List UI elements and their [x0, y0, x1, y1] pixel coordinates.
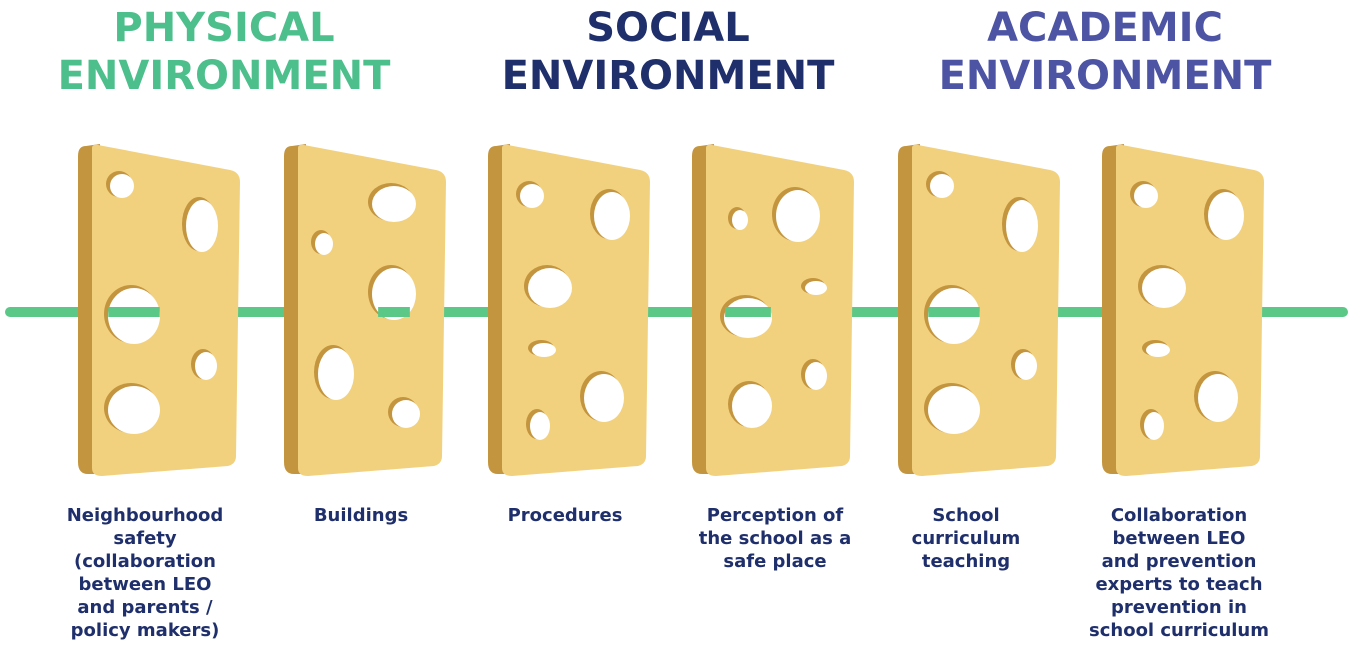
cheese-hole	[186, 200, 218, 252]
slice-label-line: prevention in	[1111, 597, 1247, 618]
cheese-hole	[594, 192, 630, 240]
cheese-hole	[584, 374, 624, 422]
cheese-slice-procedures	[488, 144, 650, 477]
slice-label-line: the school as a	[698, 528, 852, 549]
cheese-hole	[805, 281, 827, 295]
cheese-hole	[372, 186, 416, 222]
cheese-hole	[318, 348, 354, 400]
slice-label-line: (collaboration	[74, 551, 216, 572]
slice-label-line: curriculum	[911, 528, 1021, 549]
cheese-hole	[1144, 412, 1164, 440]
heading-line: ENVIRONMENT	[501, 53, 835, 99]
slice-label-collaboration-prevention: Collaboration between LEO and prevention…	[1084, 504, 1274, 642]
cheese-hole	[732, 210, 748, 230]
heading-line: ACADEMIC	[987, 5, 1223, 51]
heading-academic-environment: ACADEMIC ENVIRONMENT	[905, 4, 1305, 100]
slice-label-line: safe place	[723, 551, 827, 572]
slice-label-line: between LEO	[78, 574, 212, 595]
slice-label-line: Neighbourhood	[66, 505, 224, 526]
slice-label-line: School	[932, 505, 1000, 526]
slice-label-line: experts to teach	[1095, 574, 1263, 595]
slice-label-perception-safe-place: Perception of the school as a safe place	[680, 504, 870, 573]
slice-label-line: Collaboration	[1110, 505, 1248, 526]
slice-label-school-curriculum-teaching: School curriculum teaching	[871, 504, 1061, 573]
cheese-hole	[928, 386, 980, 434]
heading-line: ENVIRONMENT	[57, 53, 391, 99]
cheese-hole	[1015, 352, 1037, 380]
heading-line: ENVIRONMENT	[938, 53, 1272, 99]
heading-physical-environment: PHYSICAL ENVIRONMENT	[24, 4, 424, 100]
cheese-slice-collaboration-prevention	[1102, 144, 1264, 477]
cheese-hole	[776, 190, 820, 242]
slice-label-line: between LEO	[1112, 528, 1246, 549]
cheese-hole	[530, 412, 550, 440]
cheese-hole	[1198, 374, 1238, 422]
heading-social-environment: SOCIAL ENVIRONMENT	[468, 4, 868, 100]
cheese-slice-buildings	[284, 144, 446, 477]
cheese-hole	[392, 400, 420, 428]
cheese-slice-perception-safe-place	[692, 144, 854, 477]
slice-label-line: school curriculum	[1089, 620, 1269, 641]
cheese-hole	[528, 268, 572, 308]
slice-label-line: and parents /	[77, 597, 213, 618]
cheese-hole	[724, 298, 772, 338]
cheese-slice-neighbourhood-safety	[78, 144, 240, 477]
heading-line: PHYSICAL	[113, 5, 335, 51]
slice-label-line: policy makers)	[70, 620, 220, 641]
cheese-hole	[520, 184, 544, 208]
cheese-hole	[532, 343, 556, 357]
cheese-hole	[805, 362, 827, 390]
cheese-hole	[1142, 268, 1186, 308]
cheese-hole	[930, 174, 954, 198]
slice-label-line: Procedures	[507, 505, 623, 526]
slice-label-neighbourhood-safety: Neighbourhood safety (collaboration betw…	[50, 504, 240, 642]
cheese-hole	[1134, 184, 1158, 208]
heading-line: SOCIAL	[586, 5, 750, 51]
slice-label-line: and prevention	[1101, 551, 1257, 572]
cheese-hole	[108, 386, 160, 434]
cheese-hole	[732, 384, 772, 428]
slices-group	[78, 144, 1264, 477]
cheese-hole	[1208, 192, 1244, 240]
cheese-hole	[195, 352, 217, 380]
slice-label-line: safety	[113, 528, 177, 549]
slice-label-procedures: Procedures	[470, 504, 660, 527]
cheese-hole	[110, 174, 134, 198]
slice-label-line: Buildings	[313, 505, 409, 526]
cheese-hole	[315, 233, 333, 255]
cheese-slice-school-curriculum-teaching	[898, 144, 1060, 477]
cheese-hole	[1006, 200, 1038, 252]
slice-label-buildings: Buildings	[266, 504, 456, 527]
cheese-hole	[1146, 343, 1170, 357]
slice-label-line: Perception of	[706, 505, 844, 526]
slice-label-line: teaching	[921, 551, 1011, 572]
